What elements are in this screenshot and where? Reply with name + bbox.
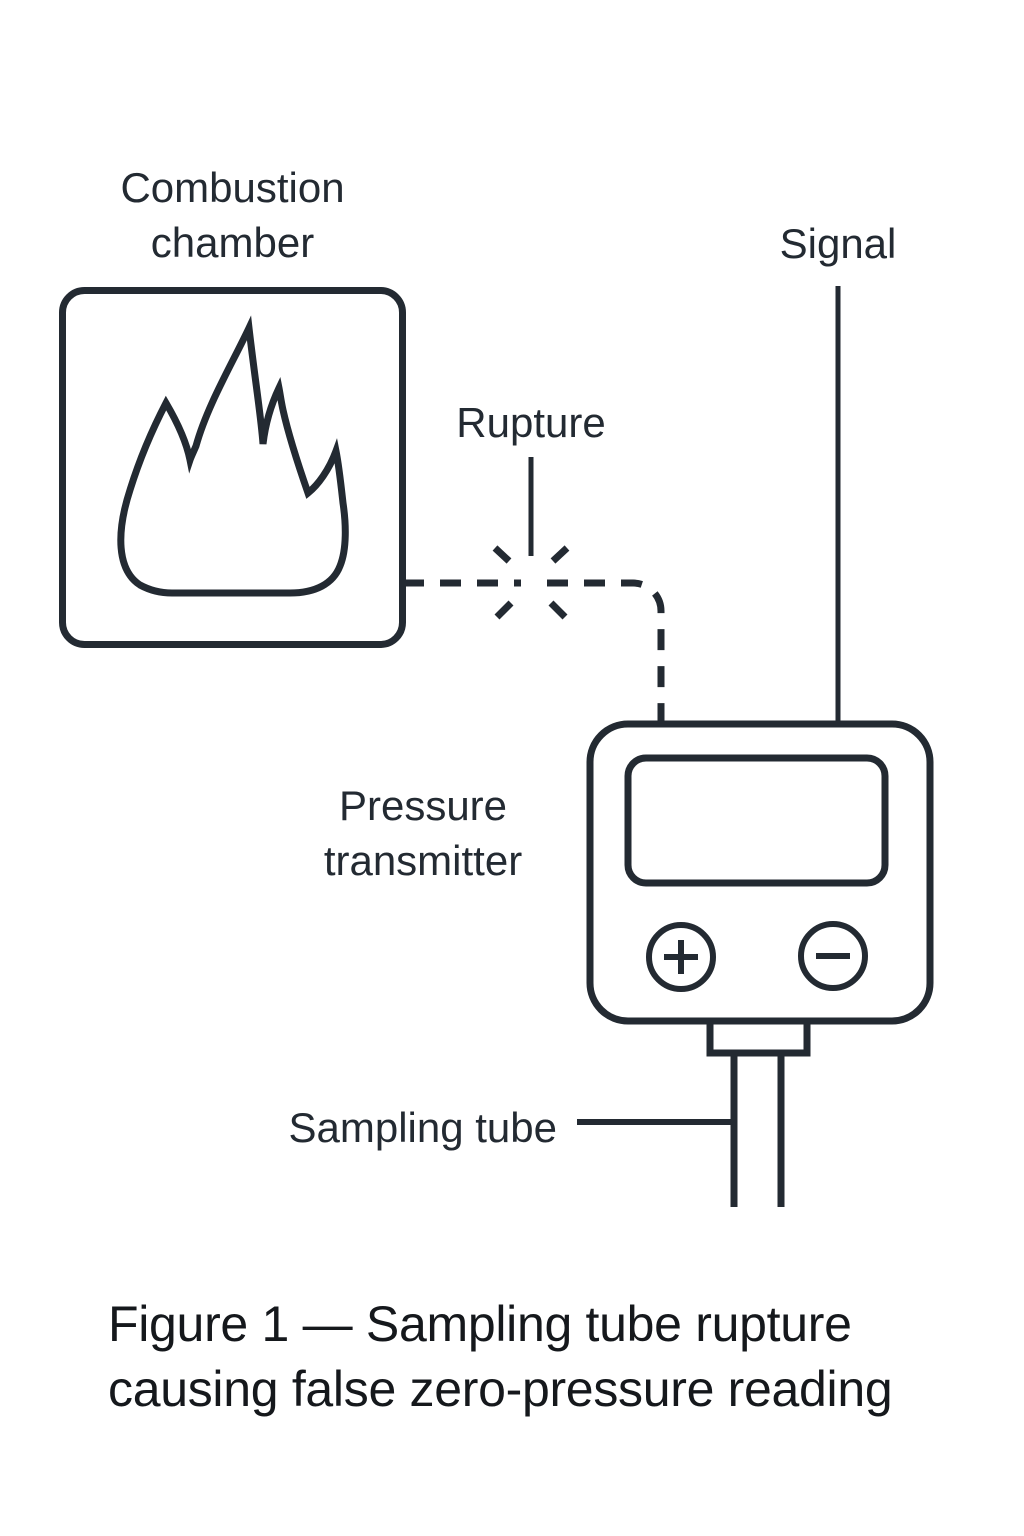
combustion-chamber-label: Combustion chamber xyxy=(120,164,345,266)
sampling-tube-label: Sampling tube xyxy=(288,1104,557,1151)
signal-label: Signal xyxy=(779,220,897,267)
rupture-label: Rupture xyxy=(456,399,606,446)
increase-button xyxy=(646,922,716,992)
decrease-button xyxy=(798,921,868,991)
plus-icon xyxy=(664,940,698,974)
sampling-tube-lines xyxy=(730,1053,785,1207)
transmitter-display xyxy=(624,754,889,887)
figure-caption: Figure 1 — Sampling tube rupture causing… xyxy=(108,1296,893,1417)
ruptured-line-dashed-right xyxy=(547,579,665,724)
flame-icon xyxy=(117,315,349,597)
pressure-transmitter-device xyxy=(586,720,934,1057)
combustion-chamber-box xyxy=(59,287,406,648)
transmitter-flange xyxy=(706,1017,811,1057)
pressure-transmitter-label: Pressure transmitter xyxy=(323,782,523,884)
rupture-burst-icon xyxy=(492,545,570,620)
